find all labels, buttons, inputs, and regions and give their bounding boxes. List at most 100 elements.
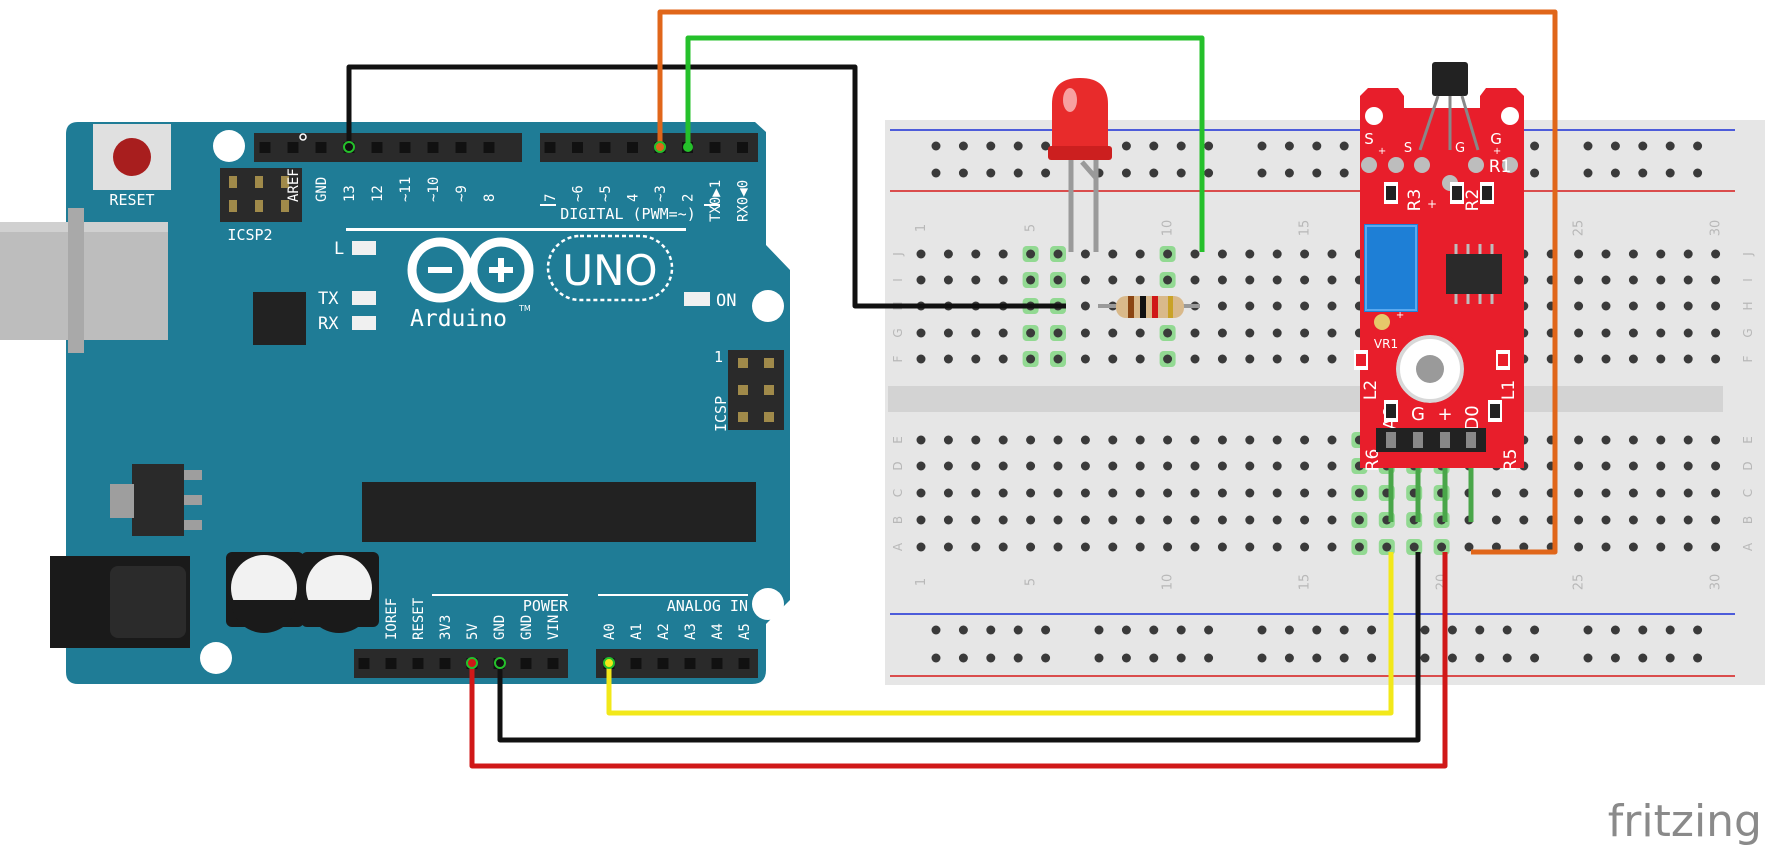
icsp-header bbox=[728, 350, 784, 430]
column-number: 30 bbox=[1709, 220, 1724, 237]
digital-pin-label: ~11 bbox=[398, 177, 414, 202]
row-letter: B bbox=[1741, 516, 1755, 524]
row-letter: B bbox=[891, 516, 905, 524]
row-letter: A bbox=[1741, 542, 1755, 551]
column-number: 15 bbox=[1298, 574, 1313, 591]
digital-pin-label: 7 bbox=[543, 194, 559, 202]
row-letter: E bbox=[1741, 436, 1755, 444]
column-number: 30 bbox=[1709, 574, 1724, 591]
row-letter: C bbox=[1741, 489, 1755, 497]
digital-pin-label: ~3 bbox=[653, 185, 669, 202]
digital-pin-label: 8 bbox=[482, 194, 498, 202]
sensor-pin-label: G bbox=[1455, 141, 1465, 156]
label-r5: R5 bbox=[1501, 449, 1521, 472]
digital-pin-label: AREF bbox=[286, 168, 302, 202]
wire-green-pin2 bbox=[685, 35, 1205, 252]
sensor-pin-label: G bbox=[1490, 130, 1502, 148]
label-vr1: VR1 bbox=[1374, 337, 1398, 351]
digital-pin-label: 12 bbox=[370, 185, 386, 202]
label-l2: L2 bbox=[1361, 380, 1381, 400]
led-tx-label: TX bbox=[318, 289, 339, 309]
label-r6: R6 bbox=[1363, 449, 1383, 472]
reset-label: RESET bbox=[109, 191, 154, 209]
out-label-g: G bbox=[1411, 404, 1425, 425]
analog-header bbox=[596, 649, 758, 678]
row-letter: A bbox=[891, 542, 905, 551]
row-letter: H bbox=[1741, 301, 1755, 310]
analog-pin-label: A5 bbox=[737, 623, 753, 640]
wire-orange-pin3 bbox=[657, 9, 1558, 555]
wires bbox=[343, 9, 1558, 769]
led-on-label: ON bbox=[716, 291, 736, 311]
power-pin-label: GND bbox=[519, 615, 535, 640]
label-r2: R2 bbox=[1463, 189, 1483, 212]
wire-black-gnd-top bbox=[346, 64, 1066, 309]
row-letter: G bbox=[891, 328, 905, 337]
row-letter: J bbox=[891, 252, 905, 257]
led-rx-label: RX bbox=[318, 314, 339, 334]
resistor bbox=[1098, 296, 1200, 318]
column-number: 10 bbox=[1161, 574, 1176, 591]
column-number: 1 bbox=[914, 578, 929, 586]
atmega-chip bbox=[362, 482, 756, 542]
label-r1: R1 bbox=[1489, 157, 1512, 177]
analog-pin-label: A2 bbox=[656, 623, 672, 640]
column-number: 5 bbox=[1024, 224, 1039, 232]
analog-label: ANALOG IN bbox=[667, 597, 748, 615]
row-letter: D bbox=[1741, 461, 1755, 470]
label-l1: L1 bbox=[1499, 380, 1519, 400]
sensor-pin-label: S bbox=[1364, 130, 1374, 148]
breadboard-holes bbox=[916, 141, 1721, 663]
icsp-pin1-label: 1 bbox=[714, 348, 723, 366]
reset-button[interactable] bbox=[93, 124, 171, 190]
trademark: TM bbox=[518, 304, 531, 313]
row-letter: I bbox=[891, 278, 905, 282]
digital-label: DIGITAL (PWM=~) bbox=[560, 205, 695, 223]
row-letter: F bbox=[1741, 355, 1755, 362]
digital-pin-label: RX0◀0 bbox=[736, 180, 752, 222]
digital-pin-label: 4 bbox=[626, 194, 642, 202]
column-number: 25 bbox=[1572, 574, 1587, 591]
led-l-label: L bbox=[334, 239, 344, 259]
column-number: 5 bbox=[1024, 578, 1039, 586]
row-letter: C bbox=[891, 489, 905, 497]
digital-pin-label: ~5 bbox=[598, 185, 614, 202]
label-plus: + bbox=[1396, 310, 1404, 321]
sensor-pin-label: + bbox=[1493, 146, 1501, 157]
red-led bbox=[1048, 78, 1112, 252]
arduino-uno-board: RESET ICSP2 L TX RX ON bbox=[0, 122, 790, 684]
digital-pin-label: ~10 bbox=[426, 177, 442, 202]
column-number: 1 bbox=[914, 224, 929, 232]
digital-pin-label: 2 bbox=[681, 194, 697, 202]
power-pin-label: VIN bbox=[546, 615, 562, 640]
label-r3: R3 bbox=[1405, 189, 1425, 212]
column-number: 25 bbox=[1572, 220, 1587, 237]
label-plus: + bbox=[1427, 197, 1437, 211]
row-letter: I bbox=[1741, 278, 1755, 282]
power-pin-label: GND bbox=[492, 615, 508, 640]
icsp-label: ICSP bbox=[712, 396, 730, 432]
row-letter: G bbox=[1741, 328, 1755, 337]
power-pin-label: 5V bbox=[465, 623, 481, 640]
digital-header-left bbox=[254, 133, 522, 162]
digital-pin-label: TX0▶1 bbox=[708, 180, 724, 222]
wire-red-5v bbox=[469, 552, 1448, 769]
out-label-plus: + bbox=[1437, 404, 1452, 425]
wire-black-gnd-bottom bbox=[497, 552, 1421, 743]
analog-pin-label: A3 bbox=[683, 623, 699, 640]
column-number: 15 bbox=[1298, 220, 1313, 237]
power-pin-label: 3V3 bbox=[438, 615, 454, 640]
digital-pin-label: 13 bbox=[342, 185, 358, 202]
icsp2-label: ICSP2 bbox=[227, 226, 272, 244]
wire-yellow-a0 bbox=[606, 552, 1394, 716]
sensor-pin-label: S bbox=[1404, 141, 1412, 156]
power-pin-label: RESET bbox=[411, 597, 427, 640]
fritzing-watermark: fritzing bbox=[1608, 796, 1762, 846]
arduino-brand: Arduino bbox=[410, 306, 507, 332]
row-letter: E bbox=[891, 436, 905, 444]
digital-pin-label: ~9 bbox=[454, 185, 470, 202]
